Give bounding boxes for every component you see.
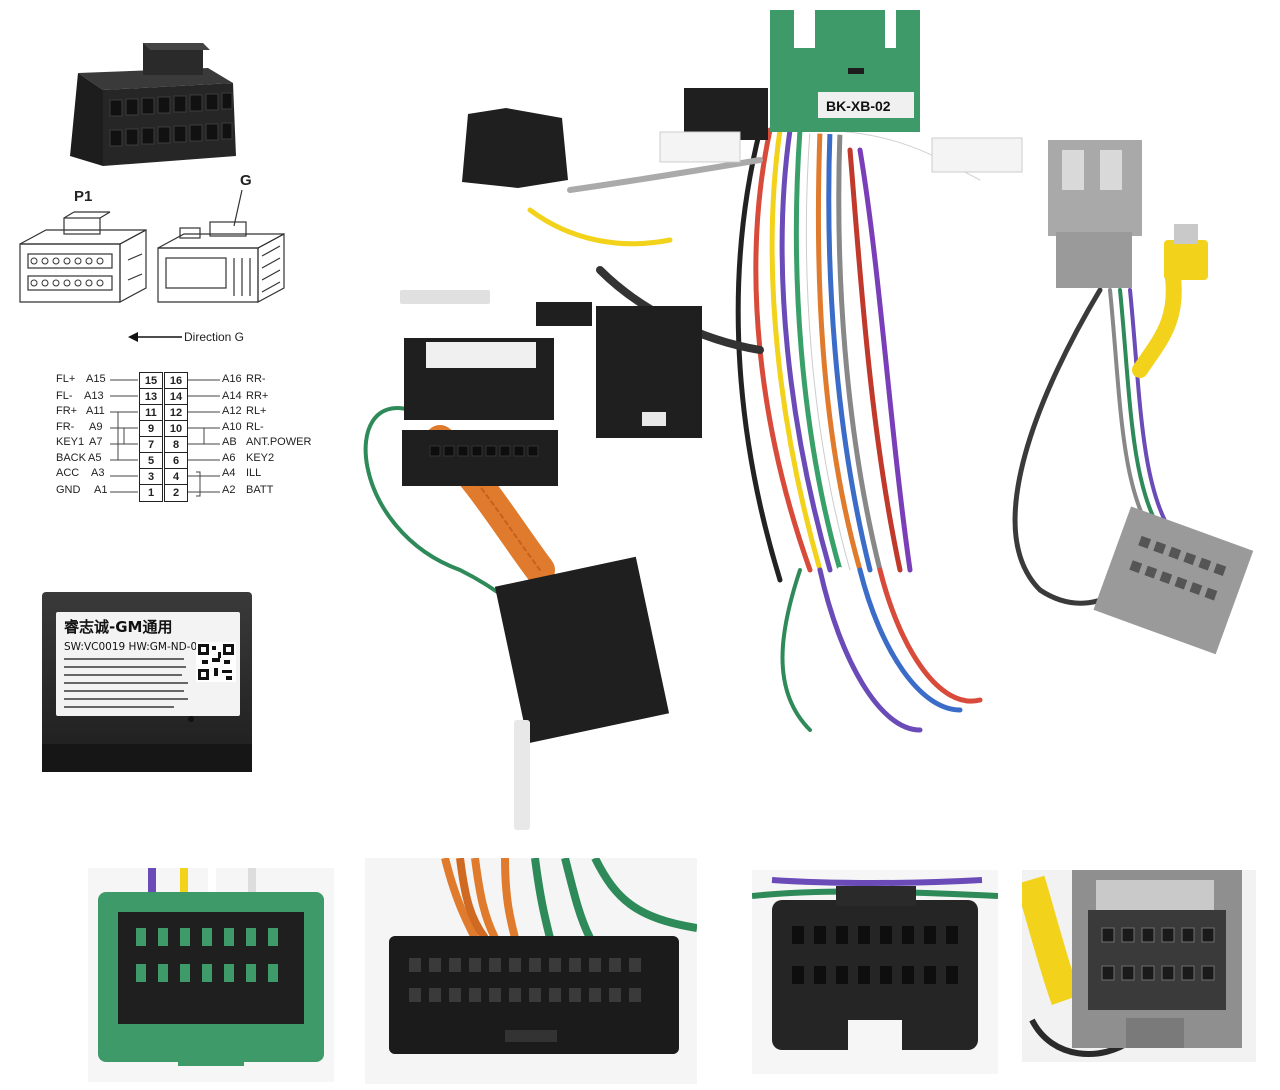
module-sticker: 睿志诚-GM通用 SW:VC0019 HW:GM-ND-0101 — [56, 612, 240, 722]
g-label: G — [240, 172, 252, 189]
green-connector-tag: BK-XB-02 — [826, 98, 891, 114]
qr-code-icon — [196, 642, 236, 682]
green-connector — [770, 10, 920, 132]
pin-code-right: A4 — [222, 467, 236, 479]
module-fine-print — [64, 658, 188, 708]
pin-code-right: A14 — [222, 390, 242, 402]
pin-number: 12 — [164, 404, 188, 422]
grey-connector-bottom — [1093, 506, 1254, 655]
pinout-leader-lines — [110, 379, 220, 497]
black-connector-closeup — [365, 858, 697, 1084]
p1-connector-drawing — [19, 211, 147, 304]
pin-code-right: A16 — [222, 373, 242, 385]
module-led-hole — [188, 716, 194, 722]
pin-code-left: A13 — [84, 390, 104, 402]
pin-signal-right: RL- — [246, 421, 264, 433]
direction-arrow-icon — [128, 332, 182, 342]
pin-code-right: AB — [222, 436, 237, 448]
pin-code-left: A7 — [89, 436, 103, 448]
module-version: SW:VC0019 HW:GM-ND-0101 — [64, 641, 218, 653]
pin-signal-left: FL+ — [56, 373, 76, 385]
pin-code-left: A3 — [91, 467, 105, 479]
pin-signal-left: FL- — [56, 390, 73, 402]
pin-signal-left: GND — [56, 484, 81, 496]
pin-signal-right: RR- — [246, 373, 266, 385]
yellow-rca-plug — [1164, 224, 1208, 280]
pin-number: 2 — [164, 484, 188, 502]
pin-number: 1 — [139, 484, 163, 502]
pin-signal-right: KEY2 — [246, 452, 275, 464]
pin-code-right: A2 — [222, 484, 236, 496]
pin-signal-right: ANT.POWER — [246, 436, 312, 448]
pin-signal-left: FR+ — [56, 405, 78, 417]
pin-code-left: A15 — [86, 373, 106, 385]
pin-code-right: A6 — [222, 452, 236, 464]
wiring-harness-photo: BK-XB-02 — [363, 10, 1254, 830]
black-gm-connector-closeup — [752, 870, 998, 1074]
pin-number: 14 — [164, 388, 188, 406]
pin-signal-right: RR+ — [246, 390, 269, 402]
pin-code-left: A11 — [86, 405, 105, 417]
pin-signal-right: BATT — [246, 484, 274, 496]
pin-code-left: A5 — [88, 452, 102, 464]
pin-signal-left: FR- — [56, 421, 75, 433]
direction-label: Direction G — [184, 330, 245, 344]
pin-signal-left: KEY1 — [56, 436, 85, 448]
grey-connector-top — [1048, 140, 1142, 288]
pin-signal-right: ILL — [246, 467, 262, 479]
green-connector-closeup — [88, 868, 334, 1082]
pin-signal-left: ACC — [56, 467, 80, 479]
pin-number: 15 — [139, 372, 163, 390]
pin-code-left: A1 — [94, 484, 108, 496]
p1-label: P1 — [74, 188, 93, 205]
pin-code-left: A9 — [89, 421, 103, 433]
pin-signal-left: BACK — [56, 452, 86, 464]
pin-signal-right: RL+ — [246, 405, 267, 417]
pin-code-right: A10 — [222, 421, 242, 433]
pin-code-right: A12 — [222, 405, 242, 417]
g-connector-drawing — [157, 189, 285, 304]
module-title: 睿志诚-GM通用 — [64, 618, 173, 636]
connector-3d-illustration — [70, 43, 236, 166]
grey-connector-closeup — [1022, 870, 1256, 1062]
